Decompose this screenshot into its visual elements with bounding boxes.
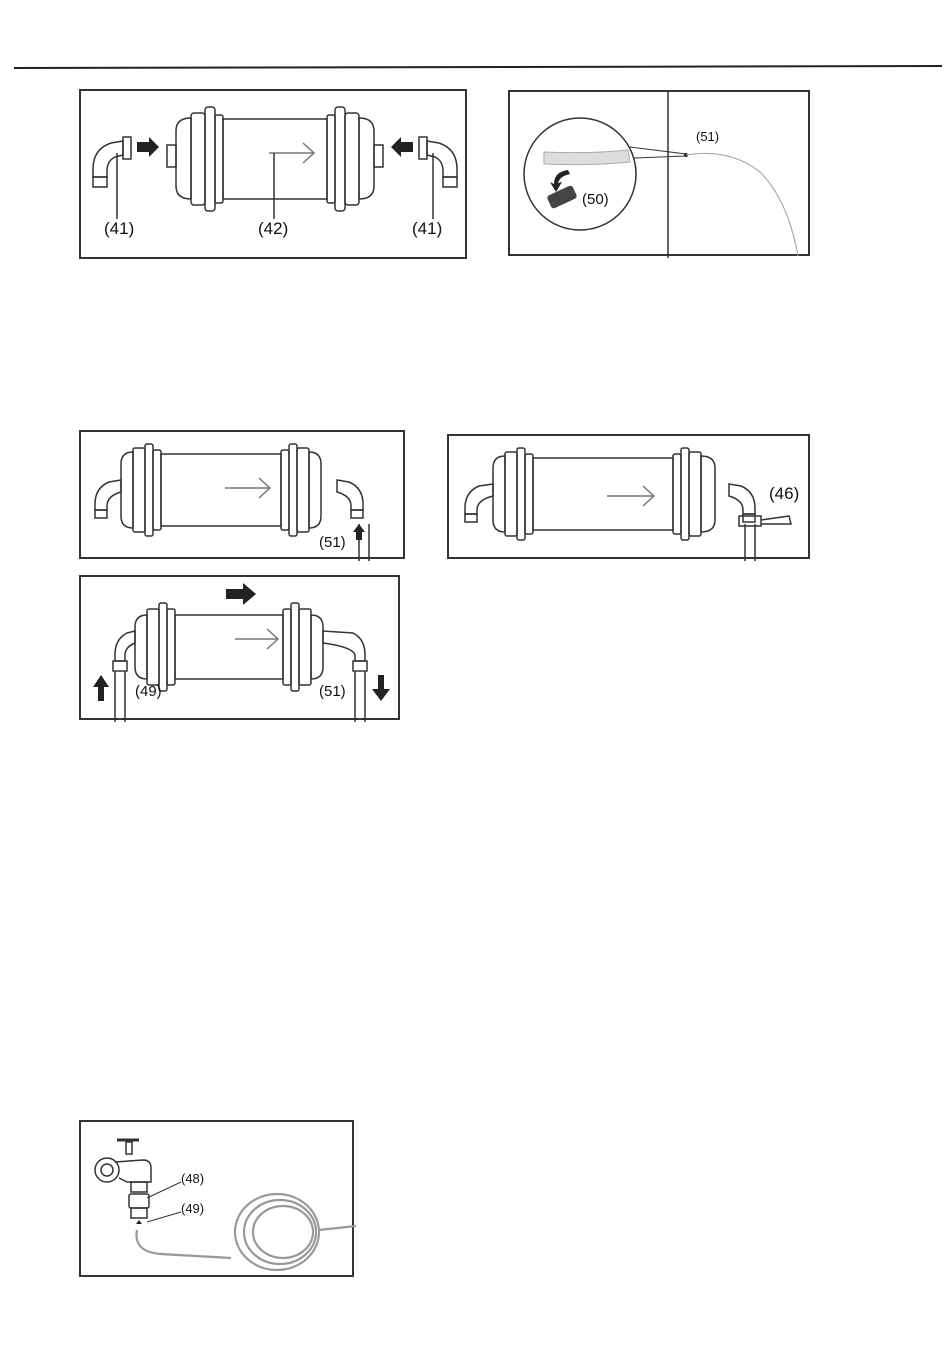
outlet-hose-illustration (81, 432, 407, 561)
label-fitting-left: (41) (104, 219, 134, 239)
label-hose: (51) (696, 129, 719, 144)
hose-cap-illustration (510, 92, 812, 258)
flow-illustration (81, 577, 402, 722)
tap-illustration (81, 1122, 356, 1279)
label-hose: (49) (181, 1201, 204, 1216)
figure-flow: (49) (51) (79, 575, 400, 720)
header-rule (14, 65, 942, 69)
figure-outlet-hose: (51) (79, 430, 405, 559)
label-clip: (46) (769, 484, 799, 504)
figure-filter-fittings: (41) (42) (41) (79, 89, 467, 259)
clip-illustration (449, 436, 812, 561)
label-filter: (42) (258, 219, 288, 239)
figure-tap: (48) (49) (79, 1120, 354, 1277)
label-adapter: (48) (181, 1171, 204, 1186)
figure-clip: (46) (447, 434, 810, 559)
figure-hose-cap: (50) (51) (508, 90, 810, 256)
label-hose: (51) (319, 534, 346, 551)
label-fitting-right: (41) (412, 219, 442, 239)
label-outlet-hose: (51) (319, 683, 346, 700)
label-cap: (50) (582, 191, 609, 208)
label-inlet-hose: (49) (135, 683, 162, 700)
